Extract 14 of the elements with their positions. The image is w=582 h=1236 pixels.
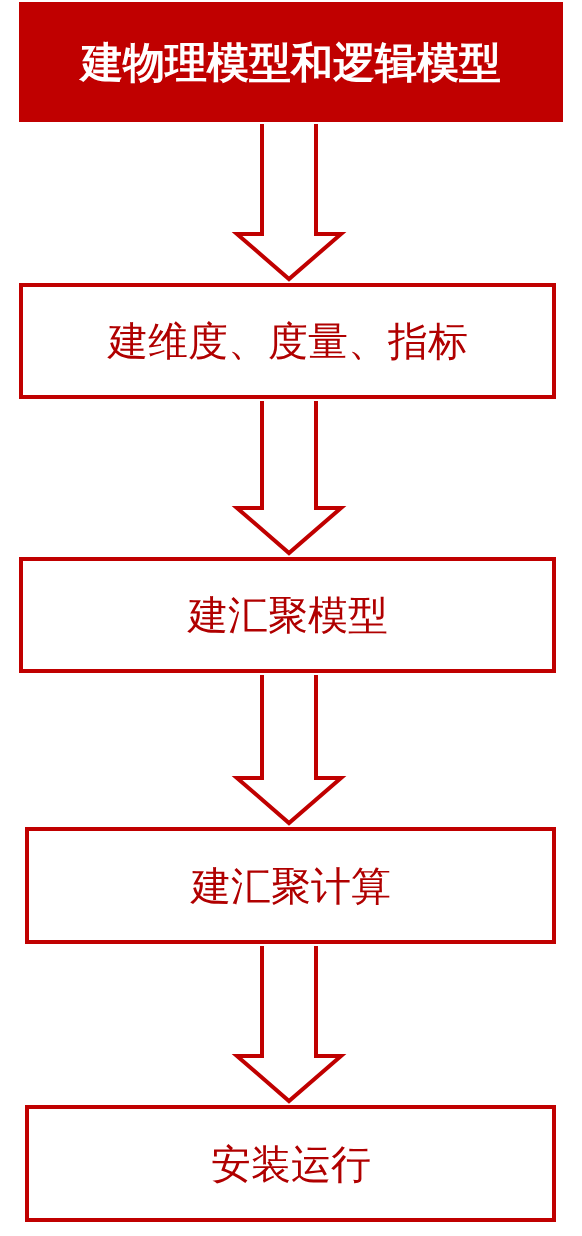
- process-box: [25, 827, 556, 944]
- block-arrow: [231, 122, 347, 282]
- step-label: 建汇聚模型: [187, 591, 388, 640]
- process-box: [19, 557, 556, 673]
- step-label: 建物理模型和逻辑模型: [81, 36, 501, 89]
- header-box: [19, 2, 563, 122]
- block-arrow: [231, 944, 347, 1104]
- process-box: [25, 1105, 556, 1222]
- block-arrow: [231, 673, 347, 826]
- block-arrow: [231, 399, 347, 556]
- step-label: 建汇聚计算: [190, 861, 391, 911]
- process-box: [19, 283, 556, 399]
- step-label: 建维度、度量、指标: [107, 317, 468, 366]
- step-label: 安装运行: [210, 1139, 371, 1189]
